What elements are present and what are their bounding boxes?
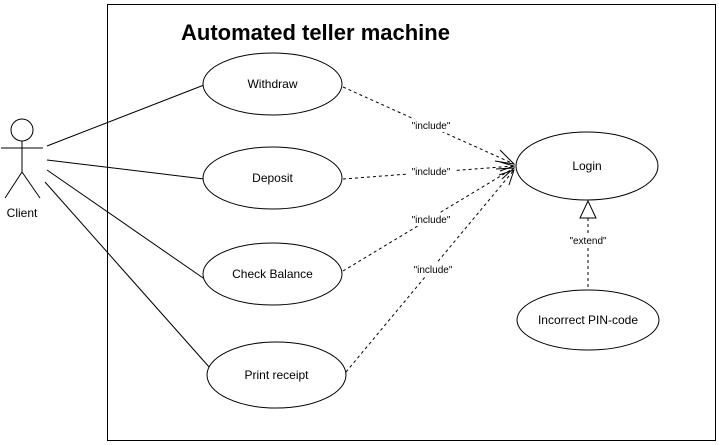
include-arrowhead-check-balance bbox=[495, 167, 516, 180]
use-case-withdraw[interactable]: Withdraw bbox=[202, 52, 343, 116]
client-actor[interactable]: Client bbox=[1, 118, 43, 220]
include-label-check-balance: "include" bbox=[412, 215, 451, 226]
use-case-print-receipt-label: Print receipt bbox=[244, 368, 309, 382]
include-line-withdraw bbox=[342, 86, 515, 165]
actor-left-leg bbox=[4, 171, 23, 199]
include-label-deposit: "include" bbox=[412, 167, 451, 178]
use-case-deposit-label: Deposit bbox=[252, 171, 293, 185]
extend-arrowhead bbox=[579, 199, 597, 219]
use-case-login-label: Login bbox=[572, 159, 601, 173]
use-case-check-balance[interactable]: Check Balance bbox=[202, 242, 343, 306]
system-title: Automated teller machine bbox=[181, 20, 450, 45]
actor-head bbox=[10, 118, 34, 142]
include-arrowhead-print-receipt bbox=[498, 169, 515, 186]
use-case-login[interactable]: Login bbox=[515, 131, 659, 201]
use-case-print-receipt[interactable]: Print receipt bbox=[206, 341, 347, 409]
association-print-receipt bbox=[44, 181, 211, 369]
use-case-incorrect-pin-label: Incorrect PIN-code bbox=[538, 313, 638, 327]
include-label-withdraw: "include" bbox=[412, 121, 451, 132]
association-deposit bbox=[46, 159, 205, 180]
use-case-withdraw-label: Withdraw bbox=[247, 77, 297, 91]
include-line-print-receipt bbox=[345, 169, 515, 373]
actor-name: Client bbox=[7, 206, 38, 220]
include-label-print-receipt: "include" bbox=[414, 265, 453, 276]
association-withdraw bbox=[46, 84, 205, 147]
include-arrowhead-deposit bbox=[499, 161, 516, 172]
use-case-check-balance-label: Check Balance bbox=[232, 267, 313, 281]
association-check-balance bbox=[46, 169, 207, 281]
system-boundary bbox=[107, 4, 716, 441]
use-case-incorrect-pin[interactable]: Incorrect PIN-code bbox=[516, 289, 660, 351]
use-case-deposit[interactable]: Deposit bbox=[202, 146, 343, 210]
extend-label: "extend" bbox=[569, 236, 607, 247]
actor-right-leg bbox=[21, 171, 41, 199]
